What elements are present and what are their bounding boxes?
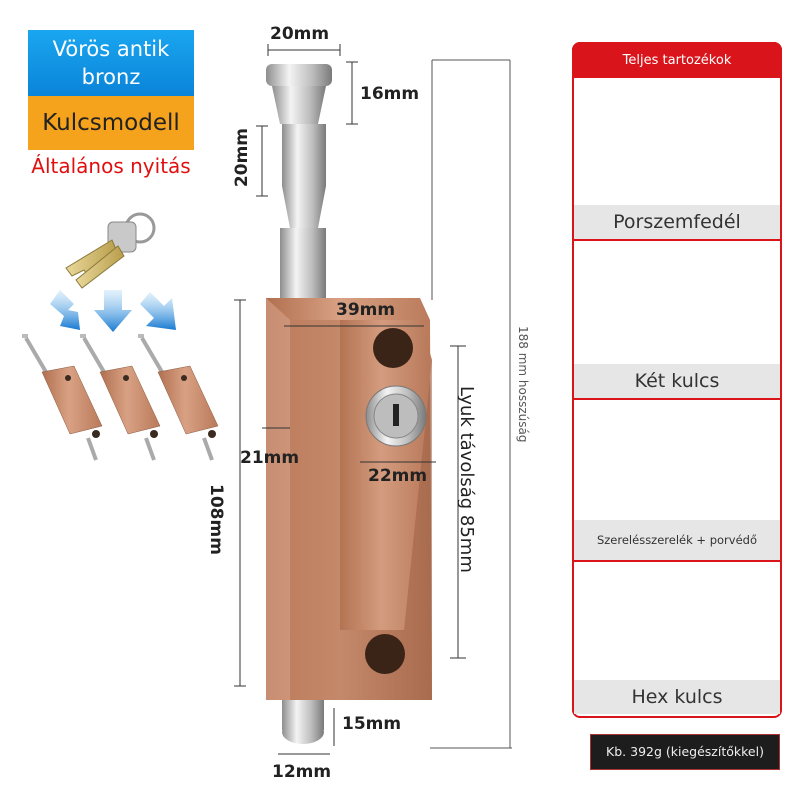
dim-pin-diameter: 12mm <box>272 762 332 782</box>
weight-note: Kb. 392g (kiegészítőkkel) <box>590 734 780 770</box>
dim-knob-width: 20mm <box>270 24 330 44</box>
dim-bottom-pin: 15mm <box>342 714 402 734</box>
dim-body-top-width: 39mm <box>336 300 396 320</box>
model-badge: Kulcsmodell <box>28 96 194 150</box>
opening-note: Általános nyitás <box>31 154 191 178</box>
dim-side-depth: 21mm <box>240 448 300 468</box>
divider <box>574 560 780 562</box>
accessory-label-screws: Szerelésszerelék + porvédő <box>574 520 780 560</box>
divider <box>574 398 780 400</box>
color-badge: Vörös antik bronz <box>28 30 194 96</box>
latch-thumbnails <box>22 334 219 461</box>
accessory-label-dust-cover: Porszemfedél <box>574 205 780 239</box>
arrow-icons <box>50 290 176 332</box>
dim-knob-height: 16mm <box>360 84 420 104</box>
accessory-label-hex-key: Hex kulcs <box>574 680 780 714</box>
dim-hole-distance: Lyuk távolság 85mm <box>456 386 477 573</box>
model-badge-label: Kulcsmodell <box>42 110 180 136</box>
key-icon <box>65 212 156 289</box>
accessories-title: Teljes tartozékok <box>572 42 782 78</box>
dim-shaft-length: 20mm <box>232 128 252 188</box>
dim-total-length: 188 mm hosszúság <box>516 326 530 443</box>
main-bolt-image <box>234 44 512 755</box>
dim-lock-width: 22mm <box>368 466 428 486</box>
divider <box>574 239 780 241</box>
dim-body-height: 108mm <box>206 484 226 555</box>
accessory-label-keys: Két kulcs <box>574 364 780 398</box>
color-badge-label: Vörös antik bronz <box>52 37 170 89</box>
